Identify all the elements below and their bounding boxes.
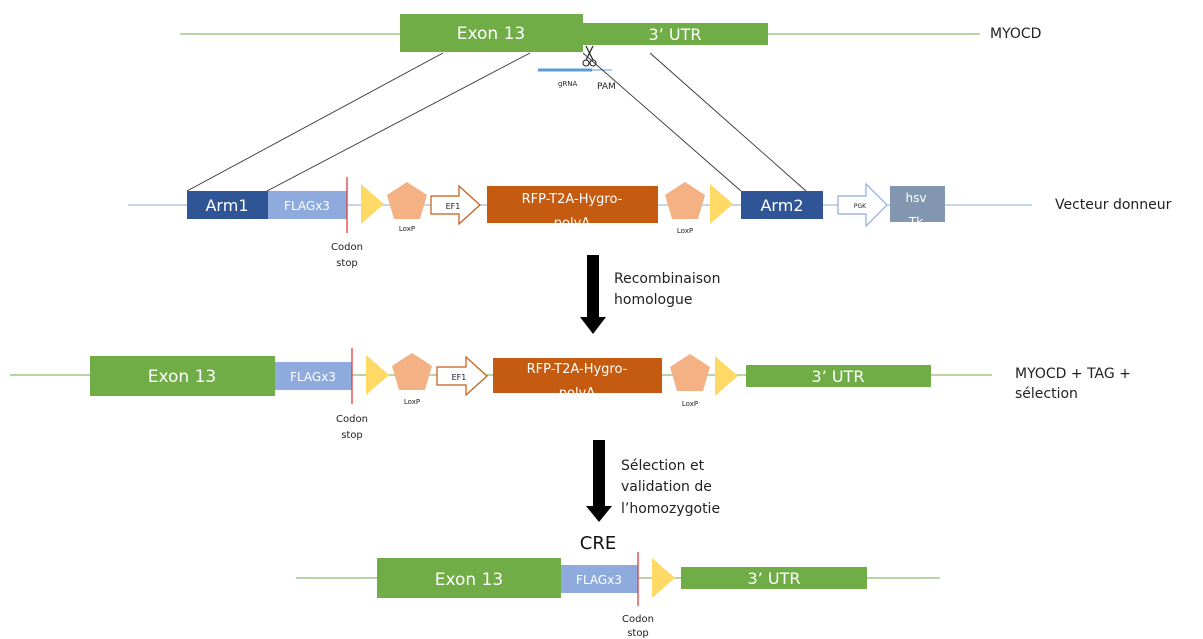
cassette-label-line2: polyA <box>554 216 591 231</box>
step1-line1: Recombinaison <box>614 271 720 287</box>
recombined-exon13-label: Exon 13 <box>148 367 217 387</box>
arm2-box <box>741 191 823 219</box>
flag-label: FLAGx3 <box>284 199 330 213</box>
loxp-triangle-1 <box>361 184 384 224</box>
gene-label: MYOCD <box>990 26 1041 42</box>
final-locus: Exon 13 FLAGx3 3’ UTR Codon stop <box>296 552 940 639</box>
cassette-label-line1: RFP-T2A-Hygro- <box>522 192 623 207</box>
final-flag-label: FLAGx3 <box>576 573 622 587</box>
rfp-cassette-box <box>487 186 658 223</box>
recombined-codon-stop-line1: Codon <box>336 414 368 425</box>
recombined-flag-box <box>275 362 352 390</box>
loxp-label-2: LoxP <box>677 227 693 235</box>
recombined-pentagon-2 <box>670 354 710 391</box>
final-exon13-box <box>377 558 561 598</box>
myocd-locus: Exon 13 3’ UTR MYOCD gRNA PAM <box>180 14 1041 92</box>
homology-lines <box>186 52 807 192</box>
step2-line1: Sélection et <box>621 458 705 474</box>
step2-line2: validation de <box>621 479 712 495</box>
scissors-icon <box>582 45 597 67</box>
utr-label: 3’ UTR <box>649 25 702 44</box>
recombined-pentagon-1 <box>392 353 432 390</box>
loxp-triangle-2 <box>710 184 733 224</box>
donor-vector-label: Vecteur donneur <box>1055 197 1172 213</box>
tk-label-line2: Tk <box>908 215 923 229</box>
ef1-promoter-arrow <box>430 184 481 226</box>
final-loxp-triangle <box>652 558 675 598</box>
pgk-label: PGK <box>854 203 867 210</box>
codon-stop-line2: stop <box>336 258 358 269</box>
recombined-utr-box <box>746 365 931 387</box>
recombined-loxp-triangle-2 <box>715 356 738 396</box>
pam-label: PAM <box>597 82 616 92</box>
recombined-ef1-label: EF1 <box>452 373 467 382</box>
pentagon-shape-1 <box>387 182 427 219</box>
recombined-loxp-label-2: LoxP <box>682 400 698 408</box>
pentagon-shape-2 <box>665 182 705 219</box>
arm1-box <box>187 191 268 219</box>
recombined-loxp-triangle-1 <box>366 355 389 395</box>
final-utr-label: 3’ UTR <box>748 569 801 588</box>
final-exon13-label: Exon 13 <box>435 570 504 590</box>
loxp-label-1: LoxP <box>399 225 415 233</box>
arm1-label: Arm1 <box>205 196 248 215</box>
recombined-label-line1: MYOCD + TAG + <box>1015 366 1131 382</box>
ef1-label: EF1 <box>446 202 461 211</box>
recombined-exon13-box <box>90 356 275 396</box>
exon13-box <box>400 14 583 52</box>
recombined-utr-label: 3’ UTR <box>812 367 865 386</box>
final-codon-stop-line2: stop <box>627 628 649 639</box>
tk-label-line1: hsv <box>906 191 927 205</box>
selection-arrow <box>586 440 612 522</box>
recombined-codon-stop-line2: stop <box>341 430 363 441</box>
final-utr-box <box>681 567 867 589</box>
donor-vector: Arm1 FLAGx3 Codon stop LoxP EF1 RFP-T2A-… <box>128 177 1172 269</box>
recombined-ef1-arrow <box>436 355 488 397</box>
recombined-flag-label: FLAGx3 <box>290 370 336 384</box>
grna-label: gRNA <box>558 80 578 88</box>
utr-box <box>583 23 768 45</box>
recombined-cassette-box <box>493 358 662 393</box>
step1-line2: homologue <box>614 292 692 308</box>
recombined-locus: Exon 13 FLAGx3 Codon stop LoxP EF1 RFP-T… <box>10 348 1131 441</box>
flag-box <box>268 191 347 219</box>
recombination-arrow <box>580 255 606 334</box>
codon-stop-line1: Codon <box>331 242 363 253</box>
recombined-loxp-label-1: LoxP <box>404 398 420 406</box>
recombined-label-line2: sélection <box>1015 386 1078 402</box>
recombined-cassette-line1: RFP-T2A-Hygro- <box>527 362 628 377</box>
final-flag-box <box>561 565 638 593</box>
cre-label: CRE <box>580 533 616 554</box>
step2-line3: l’homozygotie <box>621 501 720 517</box>
pgk-promoter-arrow <box>837 182 888 228</box>
final-codon-stop-line1: Codon <box>622 614 654 625</box>
hsv-tk-box <box>890 186 945 222</box>
recombined-cassette-line2: polyA <box>559 386 596 401</box>
arm2-label: Arm2 <box>760 196 803 215</box>
exon13-label: Exon 13 <box>457 24 526 44</box>
